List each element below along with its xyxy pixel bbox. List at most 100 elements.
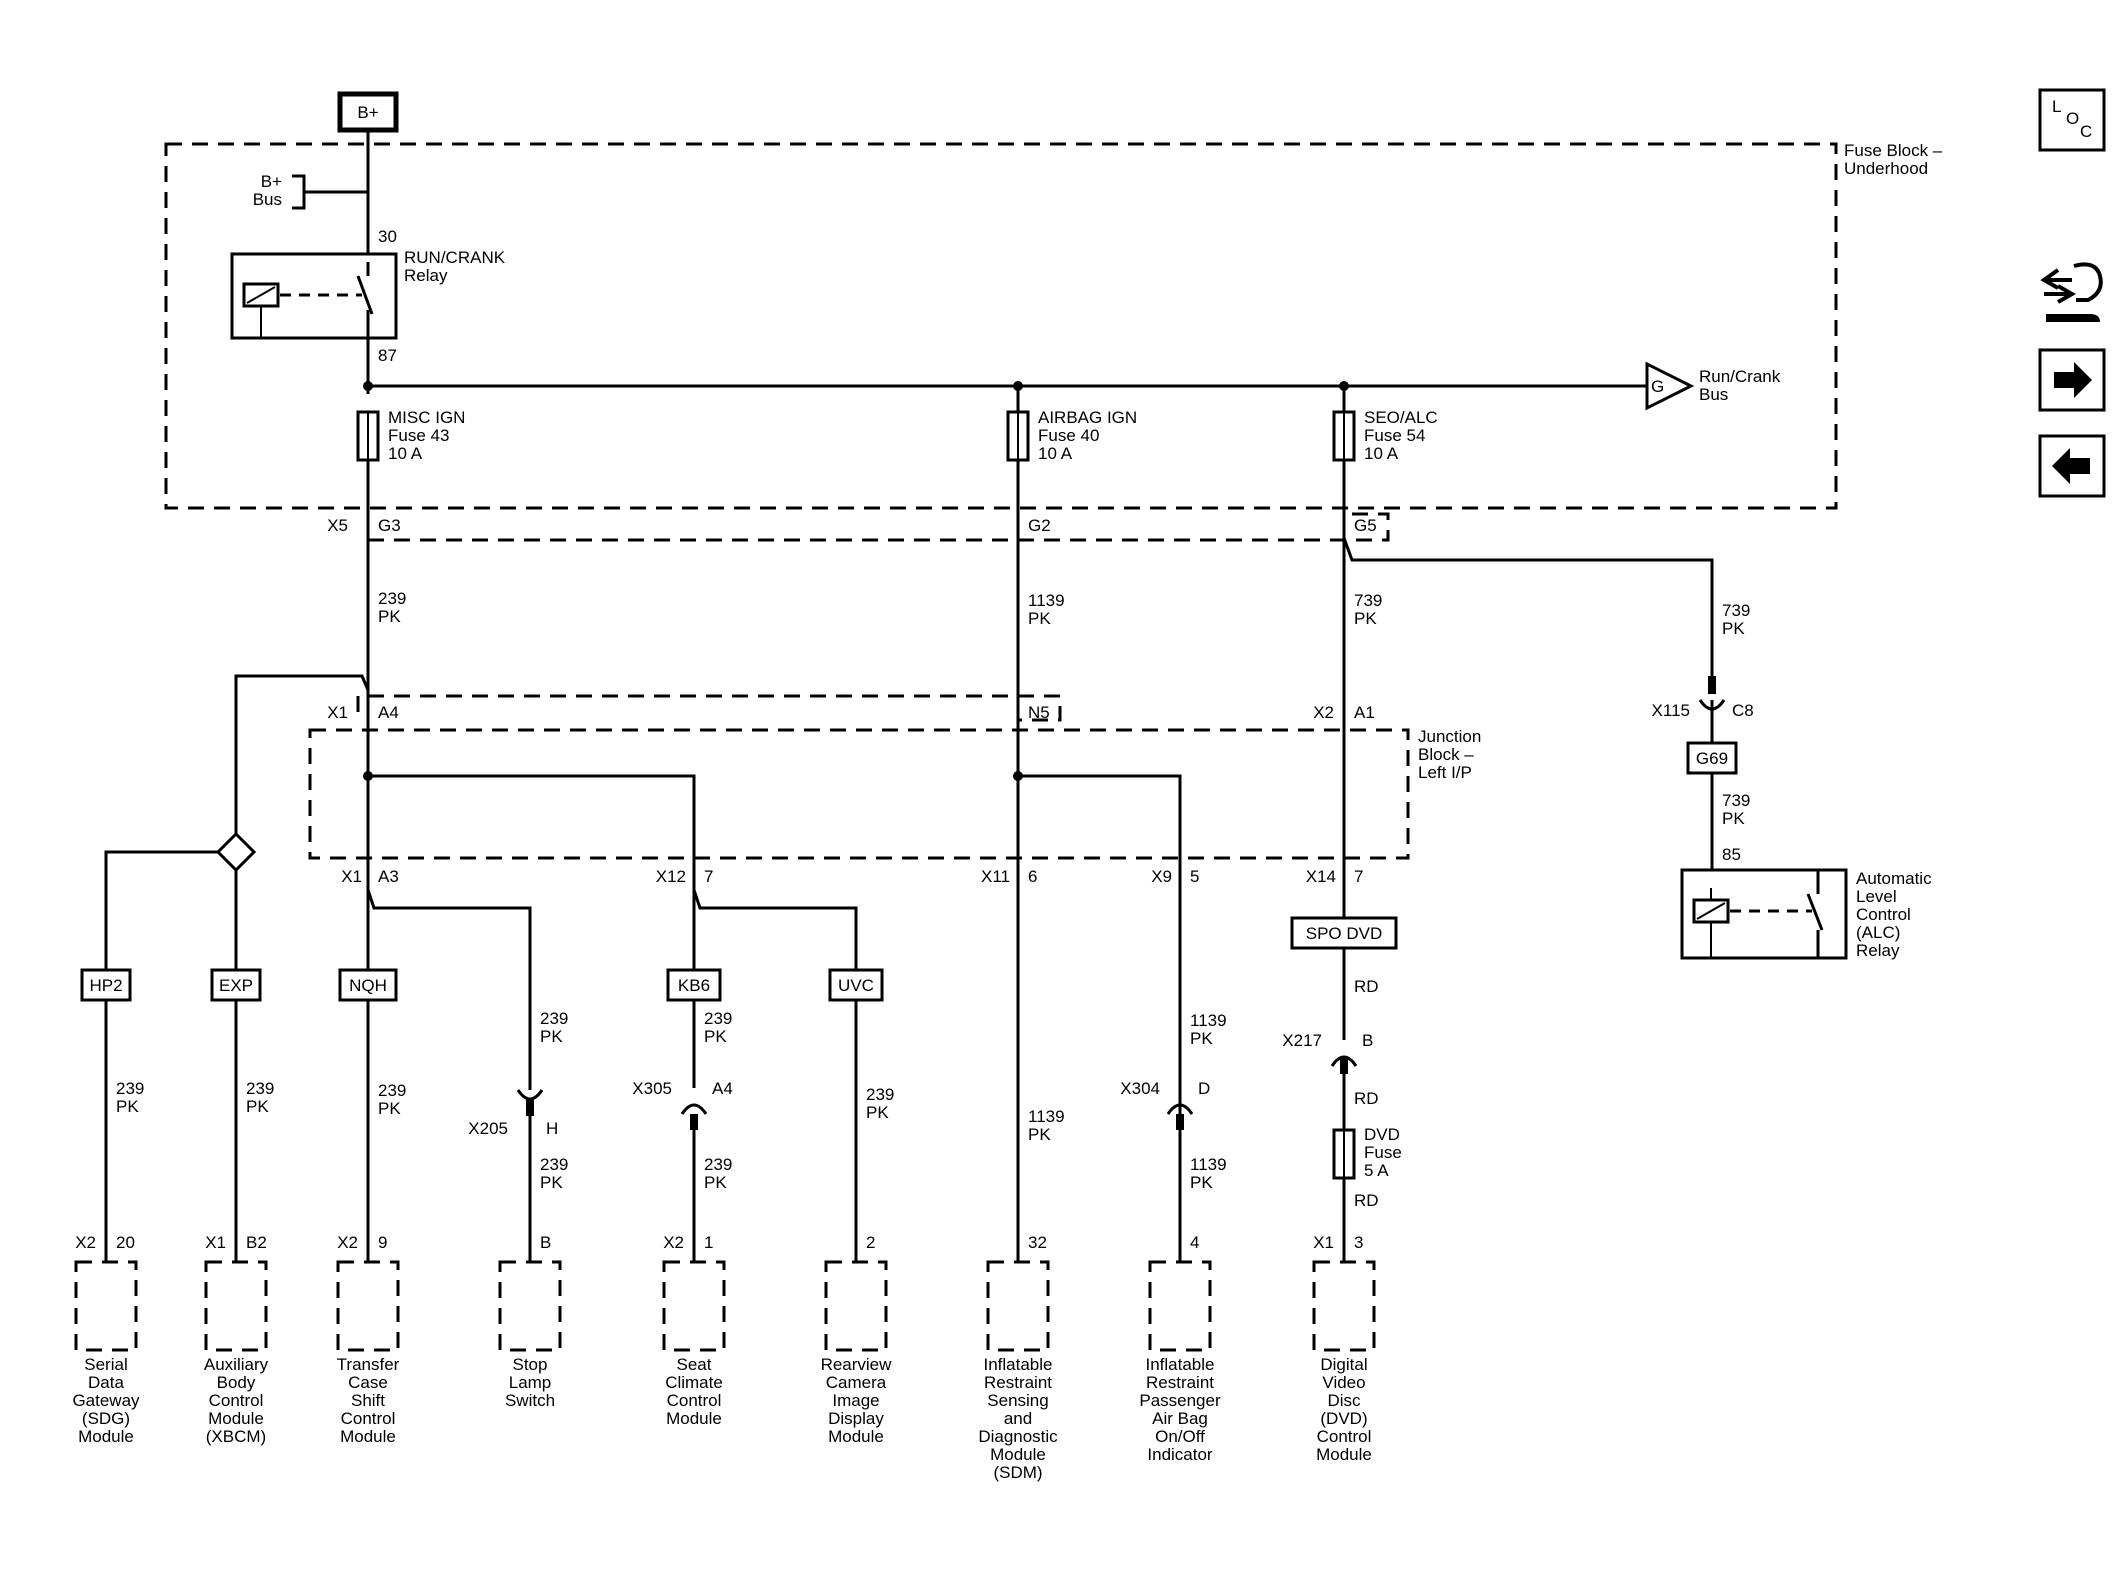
dvd-fuse-label-2: Fuse: [1364, 1143, 1402, 1162]
conn-x115: X115: [1652, 701, 1690, 720]
run-crank-bus-arrow: [1645, 361, 1695, 411]
module-pai-name-6: Indicator: [1147, 1445, 1213, 1464]
module-sdm-name-6: Module: [990, 1445, 1046, 1464]
dvd-fuse-label-1: DVD: [1364, 1125, 1400, 1144]
conn-x12: X12: [656, 867, 686, 886]
conn-a1: A1: [1354, 703, 1375, 722]
wire-label-sdm-2: PK: [1028, 1125, 1051, 1144]
loc-letter-c: C: [2080, 122, 2092, 141]
module-sdg: X2 20 Serial Data Gateway (SDG) Module: [72, 1233, 140, 1446]
connector-x1-outline: [356, 694, 1062, 722]
conn-x9-pin: 5: [1190, 867, 1199, 886]
fuse-43-label-3: 10 A: [388, 444, 423, 463]
fuse-40-label-3: 10 A: [1038, 444, 1073, 463]
wire-label-exp-1: 239: [246, 1079, 274, 1098]
inline-connector-x115: [1698, 699, 1726, 711]
conn-x217: X217: [1282, 1031, 1322, 1050]
module-rearview-camera: 2 Rearview Camera Image Display Module: [821, 1233, 893, 1446]
module-dvd-name-6: Module: [1316, 1445, 1372, 1464]
wire-to-stop-lamp: [366, 889, 532, 1090]
wire-label-739-a: 739: [1354, 591, 1382, 610]
module-sls-name-3: Switch: [505, 1391, 555, 1410]
module-sdm-name-7: (SDM): [993, 1463, 1042, 1482]
module-dvd-conn: X1: [1313, 1233, 1334, 1252]
dvd-fuse-label-3: 5 A: [1364, 1161, 1389, 1180]
bus-letter-g: G: [1651, 377, 1664, 396]
option-spo-box: [1290, 916, 1398, 950]
module-sdg-name-4: (SDG): [82, 1409, 130, 1428]
wire-label-uvc-2: PK: [866, 1103, 889, 1122]
wire-label-kb6-2: PK: [704, 1027, 727, 1046]
module-xbcm-name-5: (XBCM): [206, 1427, 266, 1446]
module-tc-name-2: Case: [348, 1373, 388, 1392]
option-nqh: NQH: [349, 976, 387, 995]
fuse-block-title-1: Fuse Block –: [1844, 141, 1943, 160]
module-dvd-name-1: Digital: [1320, 1355, 1367, 1374]
inline-connector-x217: [1330, 1055, 1358, 1067]
wire-label-airbag-2: PK: [1190, 1029, 1213, 1048]
conn-x305-pin: A4: [712, 1079, 733, 1098]
conn-x1-a3: X1: [341, 867, 362, 886]
junction-block-outline: [308, 728, 1410, 860]
module-scc-name-4: Module: [666, 1409, 722, 1428]
wire-label-stop-2: PK: [540, 1027, 563, 1046]
fuse-block-title-2: Underhood: [1844, 159, 1928, 178]
back-button[interactable]: [2038, 434, 2106, 498]
wire-label-stop-4: PK: [540, 1173, 563, 1192]
wire-label-airbag-1: 1139: [1190, 1011, 1227, 1030]
conn-x9: X9: [1151, 867, 1172, 886]
loc-button[interactable]: L O C: [2038, 88, 2106, 152]
connector-tool-icon[interactable]: [2040, 262, 2103, 322]
alc-relay-name-4: (ALC): [1856, 923, 1900, 942]
module-scc-name-2: Climate: [665, 1373, 723, 1392]
module-dvd-name-4: (DVD): [1320, 1409, 1367, 1428]
relay-name-1: RUN/CRANK: [404, 248, 506, 267]
module-pai-pin: 4: [1190, 1233, 1199, 1252]
wire-label-airbag-4: PK: [1190, 1173, 1213, 1192]
module-rcid-name-3: Image: [832, 1391, 879, 1410]
module-tc-pin: 9: [378, 1233, 387, 1252]
module-pai-name-4: Air Bag: [1152, 1409, 1208, 1428]
fuse-54-label-2: Fuse 54: [1364, 426, 1425, 445]
arrow-left-icon: [2052, 448, 2090, 484]
module-tc-name-4: Control: [341, 1409, 396, 1428]
module-seat-climate: X2 1 Seat Climate Control Module: [662, 1233, 726, 1428]
wire-739-pk-branch: [1342, 460, 1714, 676]
conn-x12-pin: 7: [704, 867, 713, 886]
wire-to-uvc: [692, 870, 858, 970]
arrow-right-icon: [2054, 362, 2092, 398]
wire-label-rd-2: RD: [1354, 1089, 1379, 1108]
bus-label-line2: Bus: [253, 190, 282, 209]
wire-label-kb6-4: PK: [704, 1173, 727, 1192]
wire-label-alc-2: PK: [1722, 809, 1745, 828]
option-uvc: UVC: [838, 976, 874, 995]
conn-x304: X304: [1120, 1079, 1160, 1098]
forward-button[interactable]: [2038, 348, 2106, 412]
wire-label-nqh-2: PK: [378, 1099, 401, 1118]
jb-title-1: Junction: [1418, 727, 1481, 746]
module-sdg-conn: X2: [75, 1233, 96, 1252]
relay-pin-87: 87: [378, 346, 397, 365]
run-crank-relay-switch: [356, 275, 374, 315]
module-sls-pin: B: [540, 1233, 551, 1252]
module-sdg-name-1: Serial: [84, 1355, 127, 1374]
module-scc-name-1: Seat: [677, 1355, 712, 1374]
module-xbcm-conn: X1: [205, 1233, 226, 1252]
wire-label-pk-b: PK: [1028, 609, 1051, 628]
wire-label-uvc-1: 239: [866, 1085, 894, 1104]
wire-label-1139-a: 1139: [1028, 591, 1065, 610]
splice-diamond: [215, 831, 257, 873]
inline-connector-x305: [680, 1103, 708, 1115]
bus-name-2: Bus: [1699, 385, 1728, 404]
module-xbcm: X1 B2 Auxiliary Body Control Module (XBC…: [204, 1233, 269, 1446]
wire-label-nqh-1: 239: [378, 1081, 406, 1100]
fuse-40-label-2: Fuse 40: [1038, 426, 1099, 445]
module-sdm-name-1: Inflatable: [984, 1355, 1053, 1374]
conn-n5: N5: [1028, 703, 1050, 722]
wire-to-hp2: [104, 850, 218, 970]
fuse-54-label-1: SEO/ALC: [1364, 408, 1438, 427]
module-sdg-name-2: Data: [88, 1373, 124, 1392]
wire-label-sdm-1: 1139: [1028, 1107, 1065, 1126]
wire-label-alc-1: 739: [1722, 791, 1750, 810]
conn-a4: A4: [378, 703, 399, 722]
